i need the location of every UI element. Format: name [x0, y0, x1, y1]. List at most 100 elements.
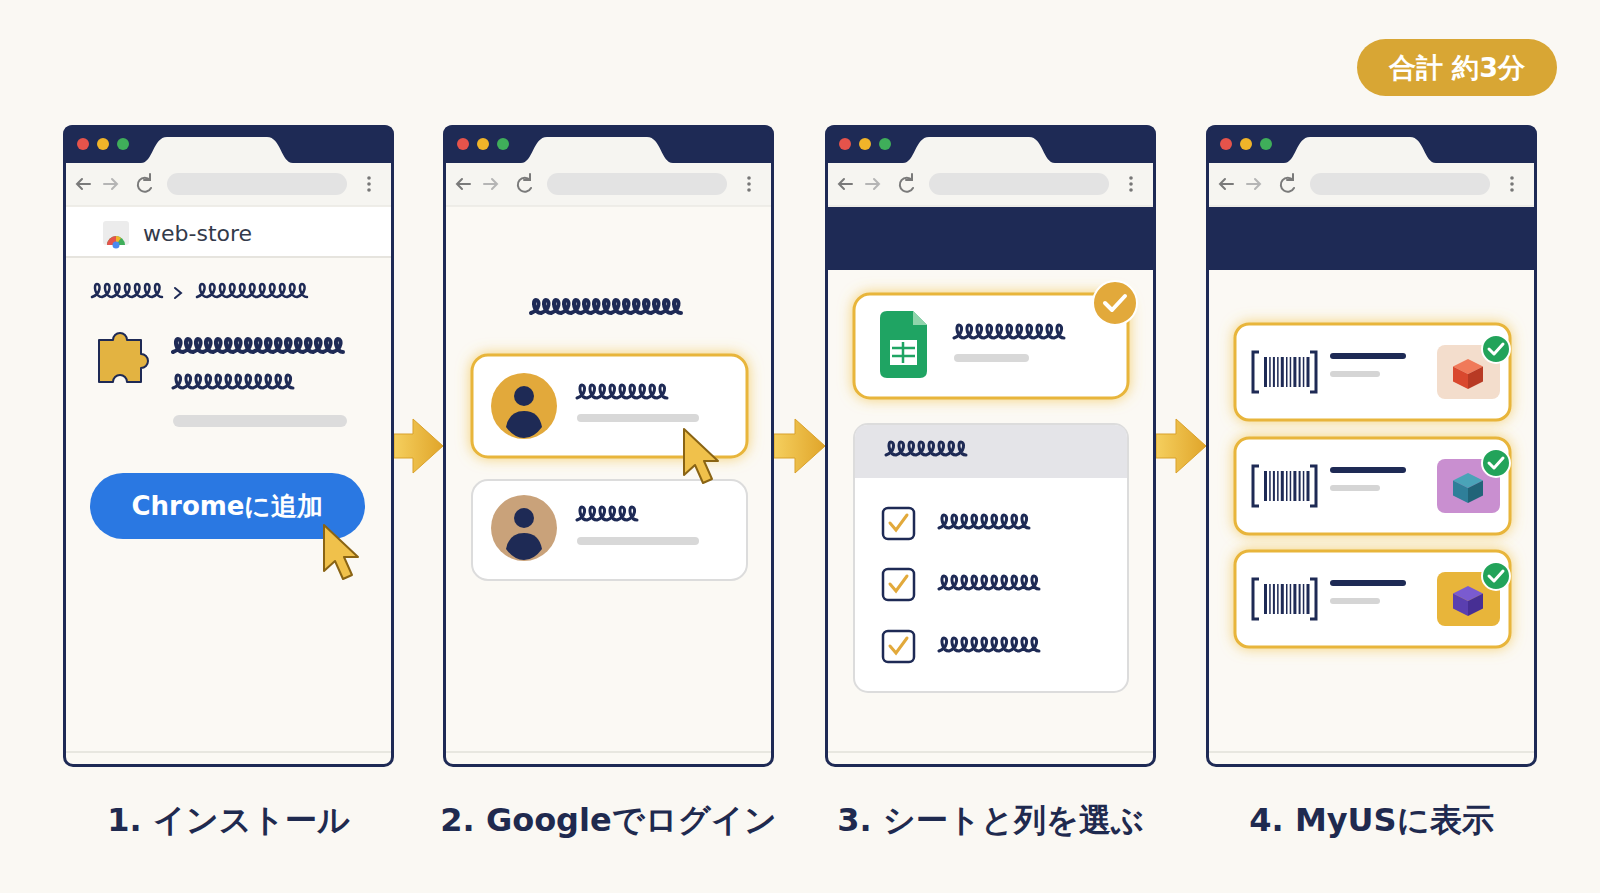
browser-window: 3. シートと列を選ぶ [825, 125, 1156, 767]
browser-window: 4. MyUSに表示 [1206, 125, 1537, 767]
checkbox [883, 569, 914, 600]
illustration [1235, 551, 1510, 647]
scribble [577, 507, 637, 520]
product-thumb [1468, 594, 1483, 617]
barcode-bar [1299, 584, 1301, 614]
barcode-bar [1269, 471, 1271, 501]
illustration [1482, 562, 1510, 590]
sheet-page [892, 342, 915, 363]
time-badge: 合計 約3分 [1357, 39, 1557, 96]
checkbox [883, 631, 914, 662]
step-caption: 2. Googleでログイン [440, 800, 776, 840]
store-page [103, 221, 129, 245]
barcode-bar [1307, 584, 1310, 614]
login-page [472, 355, 747, 457]
barcode-bar [1286, 357, 1288, 387]
barcode-bar [1290, 584, 1292, 614]
illustration [1235, 324, 1510, 420]
barcode-bar [1303, 357, 1305, 387]
barcode-bar [1277, 471, 1279, 501]
illustration [1482, 449, 1510, 477]
install-button: Chromeに追加 [90, 473, 365, 539]
scribble [886, 442, 966, 455]
barcode-bar [1307, 471, 1310, 501]
store-page [175, 288, 181, 298]
scribble [939, 576, 1039, 589]
flow-arrow [1156, 419, 1206, 473]
login-page [472, 480, 747, 580]
store-tab: web-store [143, 209, 363, 257]
checkbox [890, 638, 907, 653]
barcode-bar [1281, 584, 1284, 614]
barcode-bar [1286, 584, 1288, 614]
flow-arrow [774, 419, 825, 473]
checkbox [890, 576, 907, 591]
sheet-page [854, 424, 1128, 692]
step-caption: 1. インストール [107, 800, 350, 840]
store-page [324, 525, 358, 579]
step-caption: 4. MyUSに表示 [1249, 800, 1493, 840]
illustration [1482, 335, 1510, 363]
store-page [63, 256, 394, 258]
login-page [491, 373, 557, 439]
scribble [954, 325, 1064, 338]
label-text: Chromeに追加 [131, 489, 323, 524]
sheet-page [855, 425, 1127, 478]
browser-window: 2. Googleでログイン [443, 125, 774, 767]
login-page [491, 495, 557, 561]
barcode-bar [1273, 584, 1275, 614]
barcode-bar [1299, 357, 1301, 387]
sheet-page [954, 354, 1029, 362]
product-thumb [1468, 481, 1483, 504]
sheet-page [825, 207, 1156, 692]
barcode-bar [1303, 584, 1305, 614]
store-page [113, 242, 120, 249]
scribble [577, 385, 667, 398]
header-band [1206, 207, 1537, 270]
login-page [577, 414, 699, 422]
scribble [92, 284, 162, 297]
illustration [443, 125, 774, 767]
barcode-bar [1264, 357, 1267, 387]
barcode-bar [1277, 584, 1279, 614]
sheet-page [854, 294, 1128, 398]
product-thumb [1453, 594, 1468, 617]
illustration [1235, 438, 1510, 534]
browser-window: 1. インストールweb-storeChromeに追加 [63, 125, 394, 767]
barcode-bar [1281, 357, 1284, 387]
label-text: 合計 約3分 [1389, 50, 1525, 86]
login-page [577, 537, 699, 545]
scribble [939, 638, 1039, 651]
product-thumb [1453, 481, 1468, 504]
scribble-text [92, 284, 1310, 651]
barcode-bar [1269, 584, 1271, 614]
label-text: web-store [143, 221, 252, 246]
step-caption: 3. シートと列を選ぶ [837, 800, 1144, 840]
store-page [63, 207, 394, 257]
illustration [63, 125, 394, 767]
barcode-bar [1264, 471, 1267, 501]
barcode-bar [1277, 357, 1279, 387]
product-thumb [1468, 367, 1483, 390]
login-page [472, 355, 747, 580]
barcode-bar [1281, 471, 1284, 501]
store-page [99, 333, 148, 382]
store-page [63, 207, 394, 579]
barcode-bar [1273, 357, 1275, 387]
barcode-bar [1293, 584, 1296, 614]
sheet-page [890, 340, 917, 365]
scribble [531, 300, 681, 313]
sheet-page [880, 311, 927, 378]
sheet-page [913, 311, 927, 325]
illustration [1206, 125, 1537, 767]
sheet-page [825, 207, 1156, 270]
scribble [173, 375, 293, 388]
login-page [684, 429, 718, 483]
sheet-page [1093, 281, 1137, 325]
checkbox [883, 508, 914, 539]
barcode-bar [1299, 471, 1301, 501]
scribble [939, 515, 1029, 528]
barcode-bar [1290, 357, 1292, 387]
